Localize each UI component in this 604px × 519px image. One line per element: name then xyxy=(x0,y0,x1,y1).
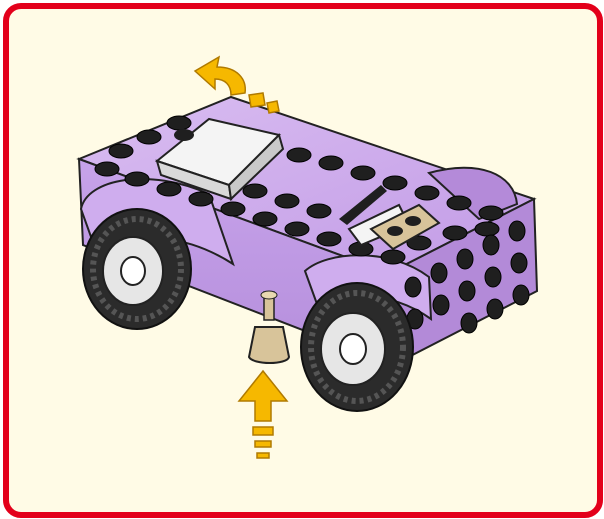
up-arrow-icon xyxy=(239,371,287,458)
assembly-illustration xyxy=(9,9,597,512)
front-wheel xyxy=(301,283,413,411)
rear-wheel xyxy=(83,209,191,329)
instruction-panel xyxy=(3,3,603,518)
